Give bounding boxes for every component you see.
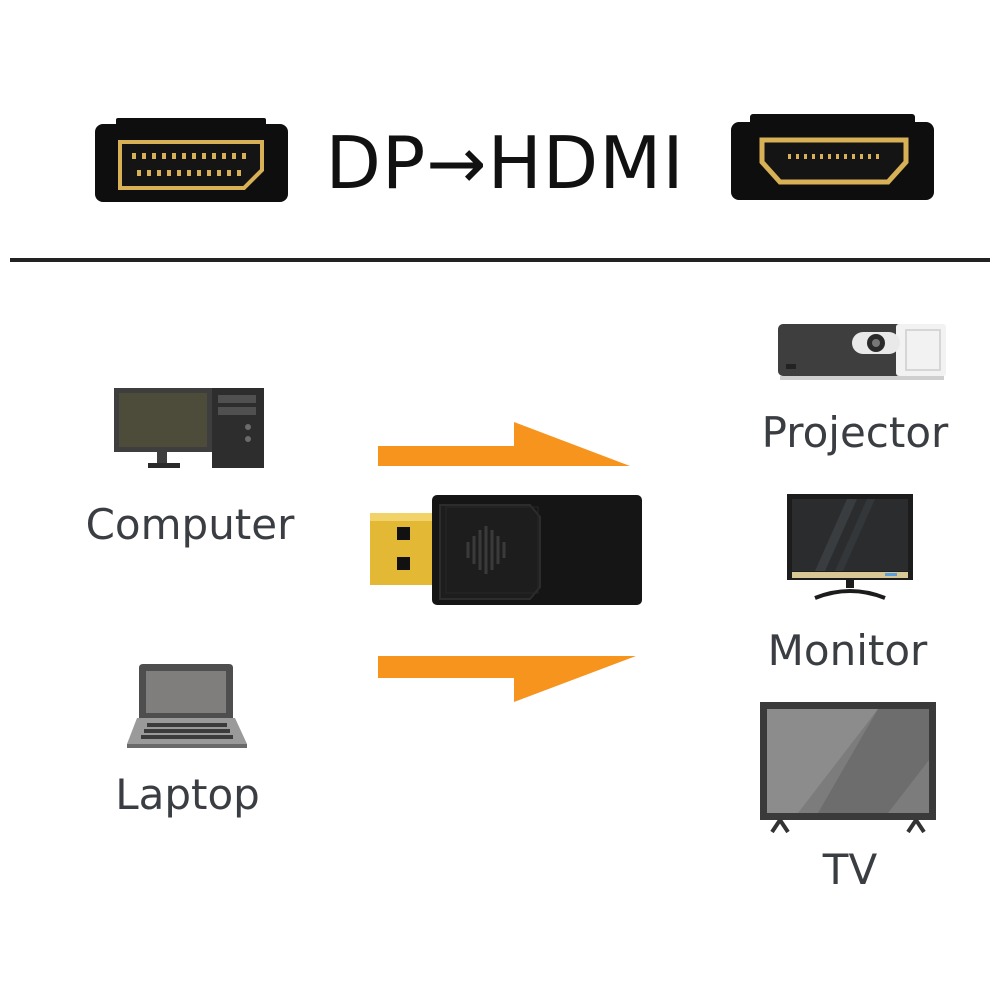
page-title: DP→HDMI — [325, 121, 685, 205]
projector-label: Projector — [761, 408, 949, 457]
projector-icon — [776, 320, 948, 382]
tv-label: TV — [822, 845, 878, 894]
hdmi-port-icon — [730, 114, 935, 202]
arrow-right-icon — [378, 656, 636, 702]
divider — [10, 258, 990, 262]
laptop-icon — [125, 662, 250, 750]
computer-label: Computer — [85, 500, 295, 549]
laptop-label: Laptop — [115, 770, 260, 819]
desktop-computer-icon — [110, 385, 270, 475]
arrow-right-icon — [378, 422, 630, 468]
displayport-port-icon — [94, 118, 289, 204]
dp-to-hdmi-adapter-icon — [370, 495, 642, 607]
tv-icon — [758, 700, 938, 836]
monitor-label: Monitor — [767, 626, 928, 675]
monitor-icon — [785, 492, 915, 600]
